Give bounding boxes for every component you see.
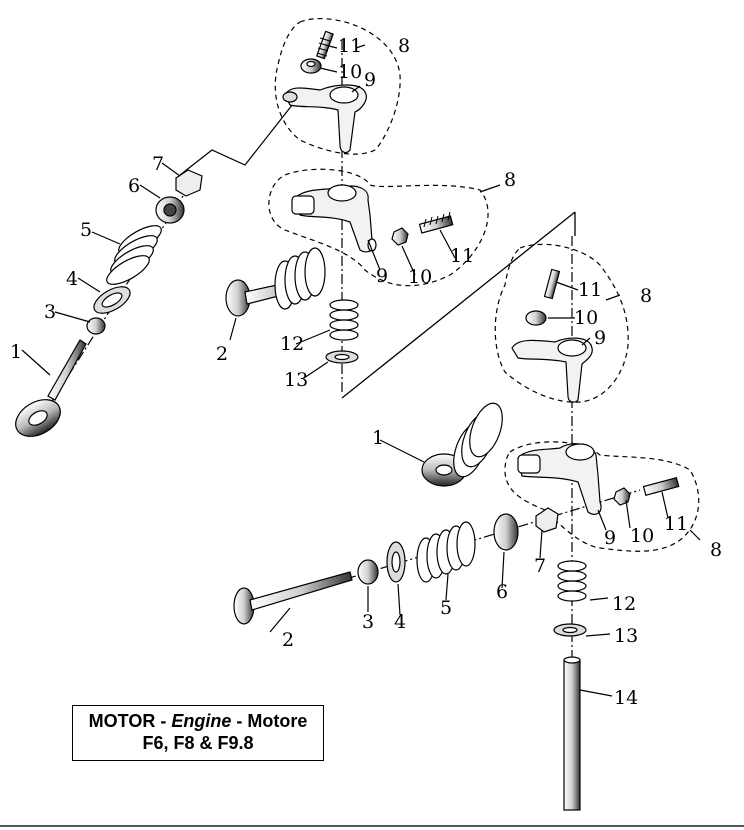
spring-retainer-part (493, 513, 519, 551)
callout-4: 4 (394, 611, 406, 633)
valve-part (15, 339, 87, 437)
callout-10: 10 (630, 525, 654, 547)
callout-9: 9 (604, 527, 616, 549)
callout-14: 14 (614, 687, 638, 709)
callout-3: 3 (44, 301, 56, 323)
callout-11: 11 (338, 35, 362, 57)
title-line: MOTOR - Engine - Motore (73, 710, 323, 732)
valve-part (225, 247, 326, 317)
valve-spring-part (274, 247, 326, 310)
valve-spring-part (106, 225, 162, 285)
callout-5: 5 (440, 597, 452, 619)
callout-11: 11 (664, 513, 688, 535)
stud-part (418, 215, 454, 234)
callout-9: 9 (376, 265, 388, 287)
callout-9: 9 (594, 327, 606, 349)
valve-spring-part (416, 521, 476, 583)
callout-8: 8 (710, 539, 722, 561)
nut-part (391, 227, 409, 246)
callout-11: 11 (578, 279, 602, 301)
callout-4: 4 (66, 268, 78, 290)
callout-3: 3 (362, 611, 374, 633)
lifter-part (329, 299, 359, 341)
nut-part (613, 487, 631, 506)
callout-10: 10 (338, 61, 362, 83)
valve-spring-part (453, 402, 503, 478)
title-part-1: MOTOR - (88, 711, 172, 731)
callout-8: 8 (398, 35, 410, 57)
valve-seal-part (357, 559, 379, 585)
callout-2: 2 (216, 343, 228, 365)
title-part-3: - Motore (231, 711, 308, 731)
valve-part (233, 571, 353, 625)
callout-6: 6 (128, 175, 140, 197)
callout-13: 13 (614, 625, 638, 647)
callout-6: 6 (496, 581, 508, 603)
callout-8: 8 (640, 285, 652, 307)
valve-part (421, 402, 503, 487)
push-rod-part (563, 656, 581, 811)
callout-8: 8 (504, 169, 516, 191)
rocker-group-outline (494, 243, 629, 403)
callout-5: 5 (80, 219, 92, 241)
callout-10: 10 (408, 266, 432, 288)
stud-part (543, 268, 561, 300)
callout-1: 1 (10, 341, 22, 363)
stud-part (642, 477, 680, 496)
callout-1: 1 (372, 427, 384, 449)
valve-keeper-part (175, 169, 203, 197)
callout-12: 12 (280, 333, 304, 355)
callout-7: 7 (152, 153, 164, 175)
callout-10: 10 (574, 307, 598, 329)
rocker-group-outline (504, 441, 700, 552)
rocker-group-outline (274, 18, 401, 155)
valve-keeper-part (535, 507, 559, 533)
bottom-rule (0, 825, 744, 827)
callout-12: 12 (612, 593, 636, 615)
lifter-part (557, 560, 587, 602)
callout-2: 2 (282, 629, 294, 651)
nut-part (525, 310, 547, 326)
valve-seal-part (86, 317, 106, 335)
callout-9: 9 (364, 69, 376, 91)
title-models: F6, F8 & F9.8 (142, 733, 254, 753)
callout-7: 7 (534, 555, 546, 577)
callout-13: 13 (284, 369, 308, 391)
title-part-2: Engine (171, 711, 232, 731)
title-box: MOTOR - Engine - Motore F6, F8 & F9.8 (72, 705, 324, 761)
callout-11: 11 (450, 245, 474, 267)
rocker-group-outline (268, 168, 489, 287)
